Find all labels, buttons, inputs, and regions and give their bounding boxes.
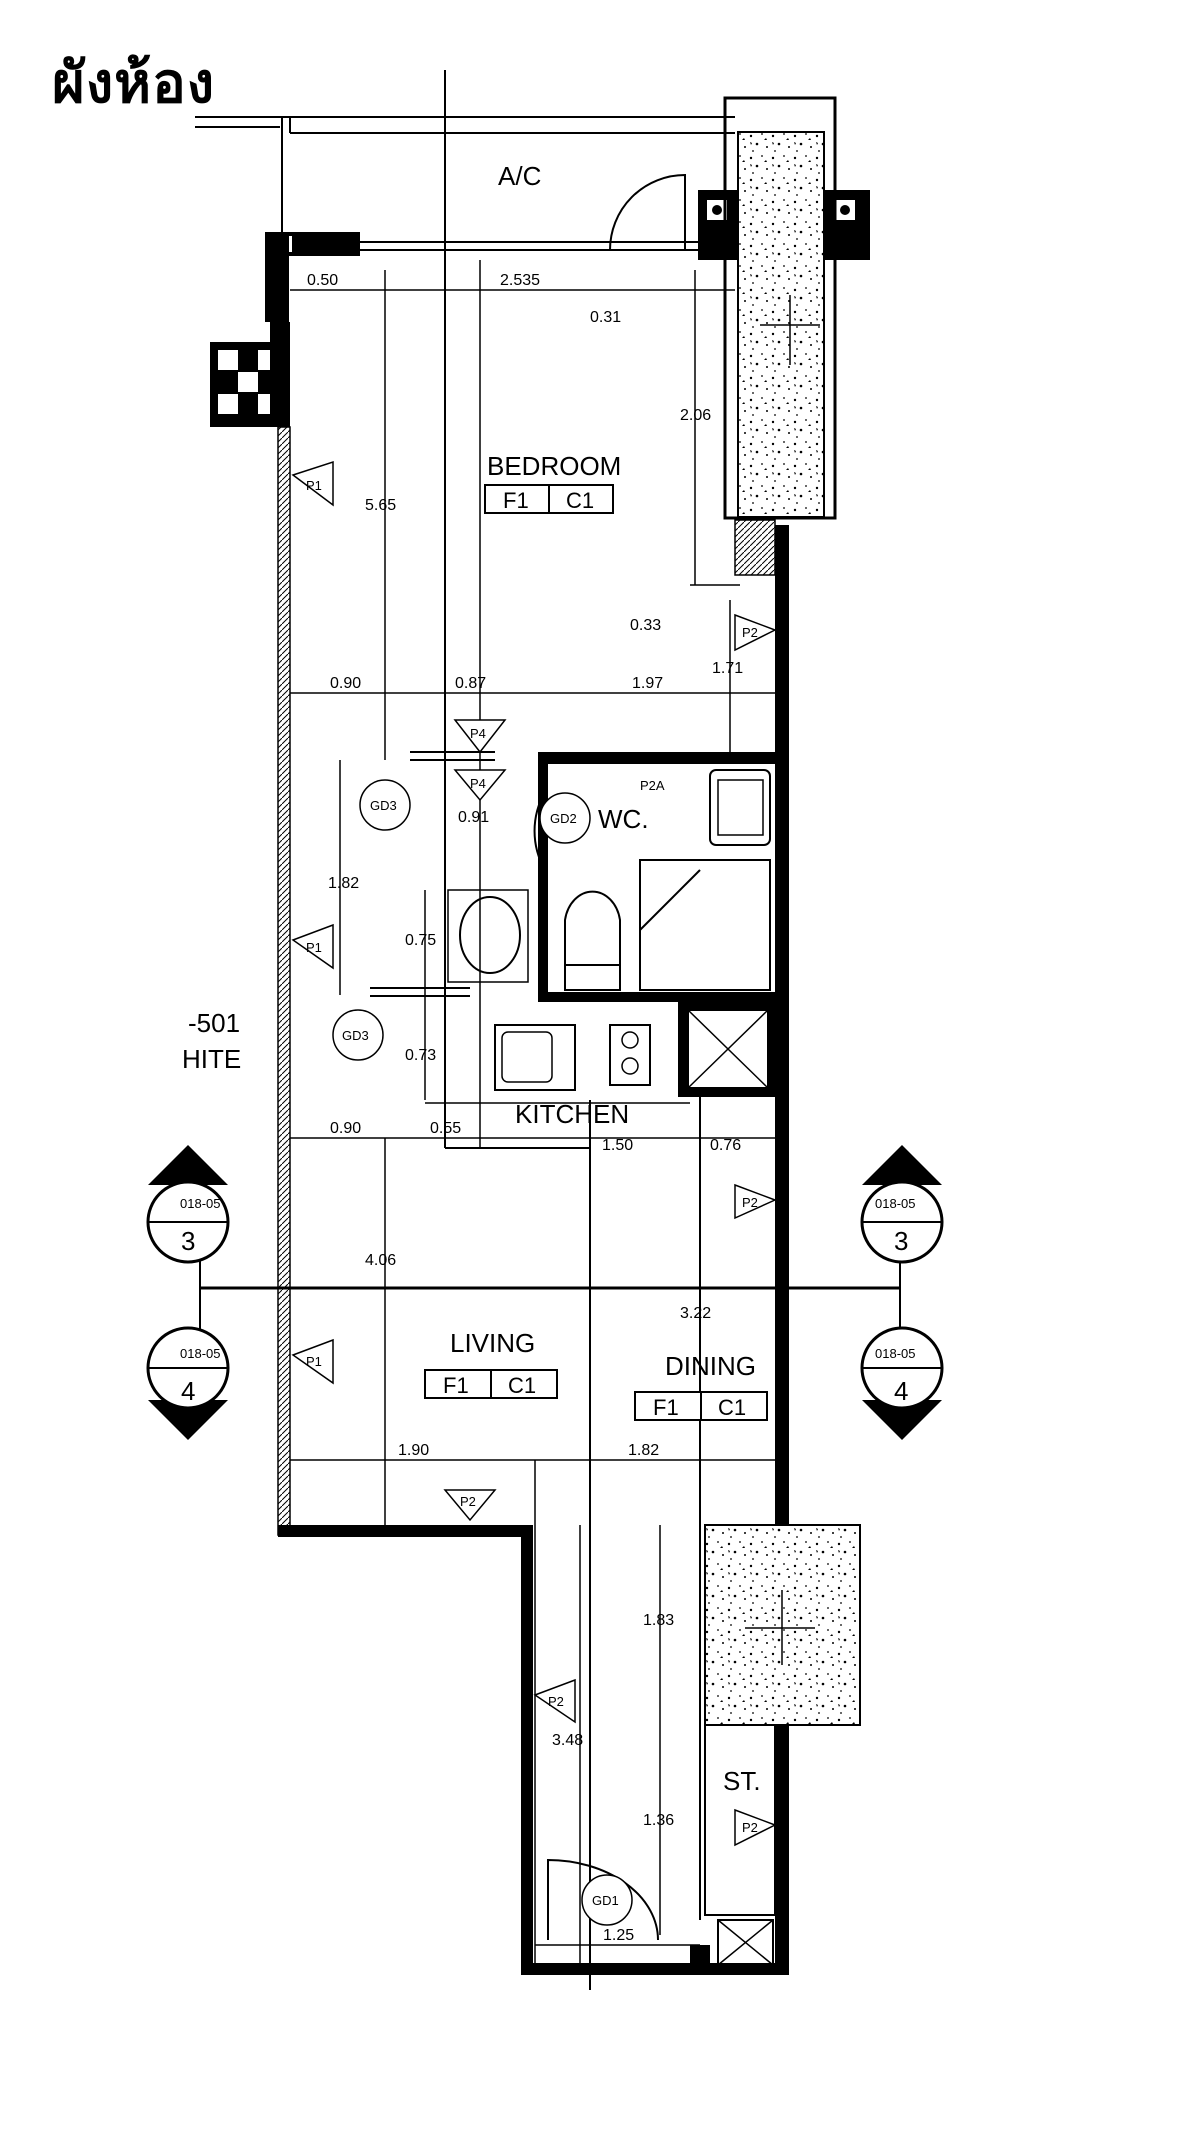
unit-label-name: HITE — [182, 1044, 241, 1074]
dim-406: 4.06 — [365, 1252, 396, 1269]
dim-090a: 0.90 — [330, 675, 361, 692]
dim-087: 0.87 — [455, 675, 486, 692]
unit-label-number: -501 — [188, 1008, 240, 1038]
door-gd2: GD2 — [550, 811, 577, 826]
dim-090b: 0.90 — [330, 1120, 361, 1137]
dim-031: 0.31 — [590, 309, 621, 326]
dim-182a: 1.82 — [328, 875, 359, 892]
room-label-wc: WC. — [598, 804, 649, 834]
tag-p4-b: P4 — [470, 776, 486, 791]
dim-182b: 1.82 — [628, 1442, 659, 1459]
fixtures — [425, 769, 771, 1941]
partition-tags — [291, 460, 777, 1847]
tag-p1-mid: P1 — [306, 940, 322, 955]
section-ref-left3: 018-05 — [180, 1196, 220, 1211]
dim-091: 0.91 — [458, 809, 489, 826]
section-markers — [146, 1145, 944, 1440]
living-ceiling-tag: C1 — [508, 1373, 536, 1398]
door-gd3a: GD3 — [370, 798, 397, 813]
tag-p2-bedroom: P2 — [742, 625, 758, 640]
ac-area — [195, 116, 735, 251]
room-label-bedroom: BEDROOM — [487, 451, 621, 481]
section-num-right4: 4 — [894, 1376, 908, 1406]
section-ref-right3: 018-05 — [875, 1196, 915, 1211]
tag-p2-living: P2 — [460, 1494, 476, 1509]
tag-p2-dining: P2 — [742, 1195, 758, 1210]
dim-075: 0.75 — [405, 932, 436, 949]
dim-050: 0.50 — [307, 272, 338, 289]
dim-150: 1.50 — [602, 1137, 633, 1154]
tag-p2-store: P2 — [742, 1820, 758, 1835]
dim-206: 2.06 — [680, 407, 711, 424]
section-num-right3: 3 — [894, 1226, 908, 1256]
bedroom-ceiling-tag: C1 — [566, 488, 594, 513]
dim-565: 5.65 — [365, 497, 396, 514]
dim-073: 0.73 — [405, 1047, 436, 1064]
interior-walls — [370, 70, 775, 1990]
room-label-store: ST. — [723, 1766, 761, 1796]
dimension-lines — [199, 260, 901, 1990]
page-title: ผังห้อง — [52, 51, 216, 116]
finish-boxes — [424, 484, 768, 1421]
section-ref-right4: 018-05 — [875, 1346, 915, 1361]
dim-348: 3.48 — [552, 1732, 583, 1749]
dim-076: 0.76 — [710, 1137, 741, 1154]
dim-033: 0.33 — [630, 617, 661, 634]
dim-136: 1.36 — [643, 1812, 674, 1829]
dining-ceiling-tag: C1 — [718, 1395, 746, 1420]
living-floor-tag: F1 — [443, 1373, 469, 1398]
dim-125: 1.25 — [603, 1927, 634, 1944]
tag-p2a: P2A — [640, 778, 665, 793]
door-gd1: GD1 — [592, 1893, 619, 1908]
room-label-living: LIVING — [450, 1328, 535, 1358]
section-ref-left4: 018-05 — [180, 1346, 220, 1361]
dim-197: 1.97 — [632, 675, 663, 692]
room-label-ac: A/C — [498, 161, 541, 191]
dim-322: 3.22 — [680, 1305, 711, 1322]
dim-171: 1.71 — [712, 660, 743, 677]
tag-p1-living: P1 — [306, 1354, 322, 1369]
dim-190: 1.90 — [398, 1442, 429, 1459]
bedroom-floor-tag: F1 — [503, 488, 529, 513]
dim-183: 1.83 — [643, 1612, 674, 1629]
door-markers — [332, 779, 633, 1926]
tag-p4-a: P4 — [470, 726, 486, 741]
tag-p2-corridor: P2 — [548, 1694, 564, 1709]
room-label-dining: DINING — [665, 1351, 756, 1381]
room-label-kitchen: KITCHEN — [515, 1099, 629, 1129]
section-num-left3: 3 — [181, 1226, 195, 1256]
tag-p1-bedroom: P1 — [306, 478, 322, 493]
door-gd3b: GD3 — [342, 1028, 369, 1043]
structure — [210, 96, 870, 1975]
dim-055: 0.55 — [430, 1120, 461, 1137]
section-num-left4: 4 — [181, 1376, 195, 1406]
dim-2535: 2.535 — [500, 272, 540, 289]
dining-floor-tag: F1 — [653, 1395, 679, 1420]
